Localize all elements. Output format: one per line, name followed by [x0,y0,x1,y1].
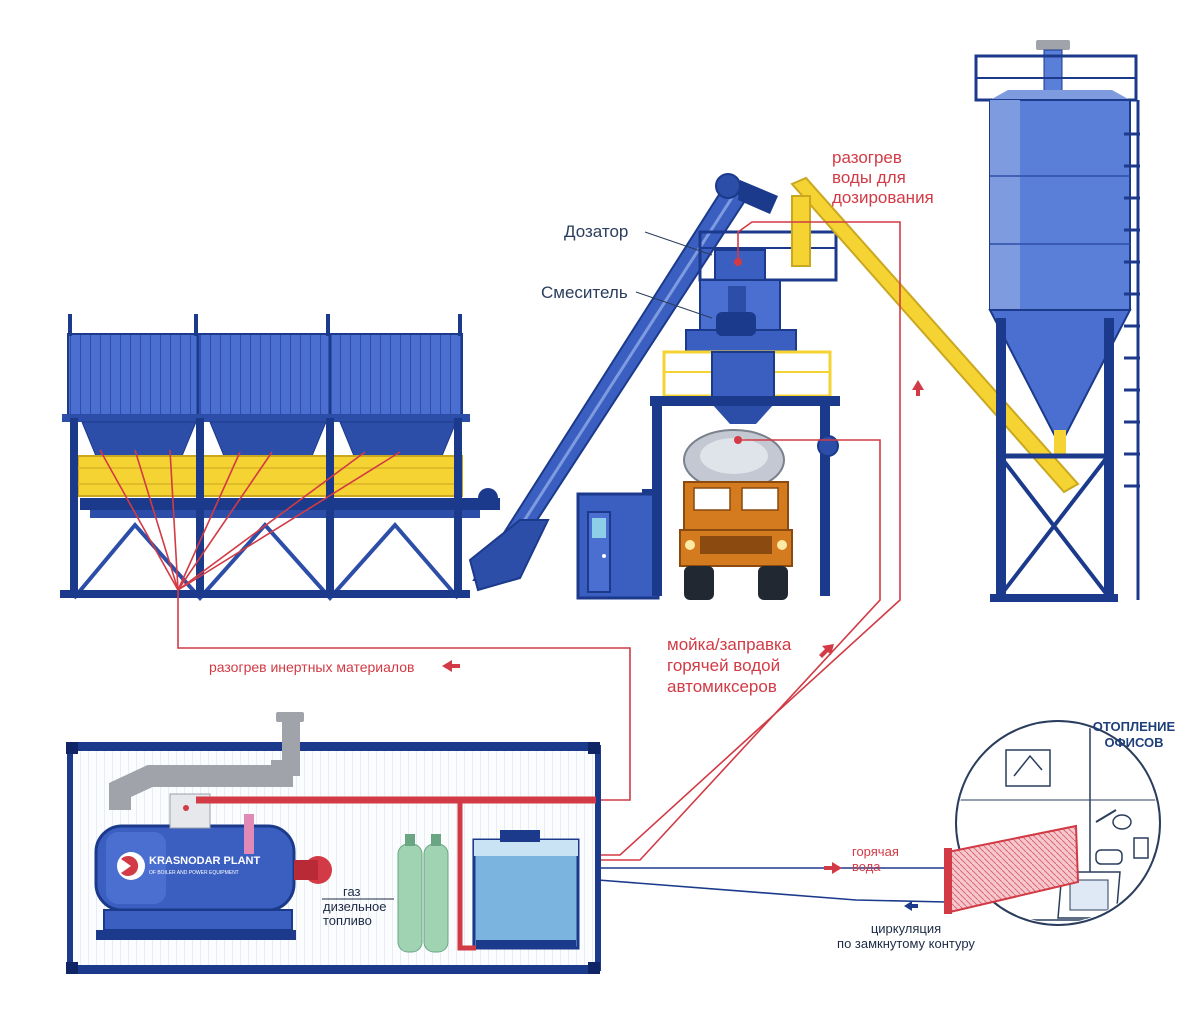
arrow-left-small-icon [904,901,918,911]
inclined-conveyor [468,173,778,592]
mixer-truck [679,429,793,600]
arrow-up-right-icon [819,644,834,658]
office-heating-title-2: ОФИСОВ [1104,735,1163,750]
truck-washing-label-2: горячей водой [667,656,780,675]
dosing-unit-label: Дозатор [564,222,628,241]
flow-arrows [442,380,924,911]
water-heating-label-3: дозирования [832,188,934,207]
hot-water-label-1: горячая [852,844,899,859]
water-heating-label-1: разогрев [832,148,902,167]
cement-silo [974,40,1140,602]
truck-washing-label-1: мойка/заправка [667,635,792,654]
mixer-label: Смеситель [541,283,628,302]
dosing-water-line [598,221,901,856]
aggregate-bins [60,314,500,602]
fuel-label-2: дизельное [323,899,386,914]
arrow-right-icon [824,862,842,874]
mixer-tower [642,176,1080,596]
manufacturer-logo: KRASNODAR PLANT OF BOILER AND POWER EQUI… [117,852,261,880]
control-cabin [576,492,660,600]
aggregate-heating-lines [99,449,631,801]
office-heating-title-1: ОТОПЛЕНИЕ [1093,719,1176,734]
hot-water-label-2: вода [852,859,881,874]
labels: Дозатор Смеситель разогрев воды для дози… [209,148,1176,951]
circulation-label-1: циркуляция [871,921,941,936]
radiator [944,824,1080,914]
logo-name: KRASNODAR PLANT [149,855,261,867]
arrow-up-icon [912,380,924,396]
truck-water-line [598,436,881,861]
logo-tagline: OF BOILER AND POWER EQUIPMENT [149,870,239,876]
boiler-container [66,712,601,974]
arrow-left-icon [442,660,460,672]
fuel-label-1: газ [343,884,361,899]
office-heating-circle [944,720,1161,926]
office-heating-lines [597,867,950,903]
aggregate-heating-label: разогрев инертных материалов [209,659,414,675]
truck-washing-label-3: автомиксеров [667,677,777,696]
water-heating-label-2: воды для [832,168,906,187]
fuel-label-3: топливо [323,913,372,928]
circulation-label-2: по замкнутому контуру [837,936,975,951]
